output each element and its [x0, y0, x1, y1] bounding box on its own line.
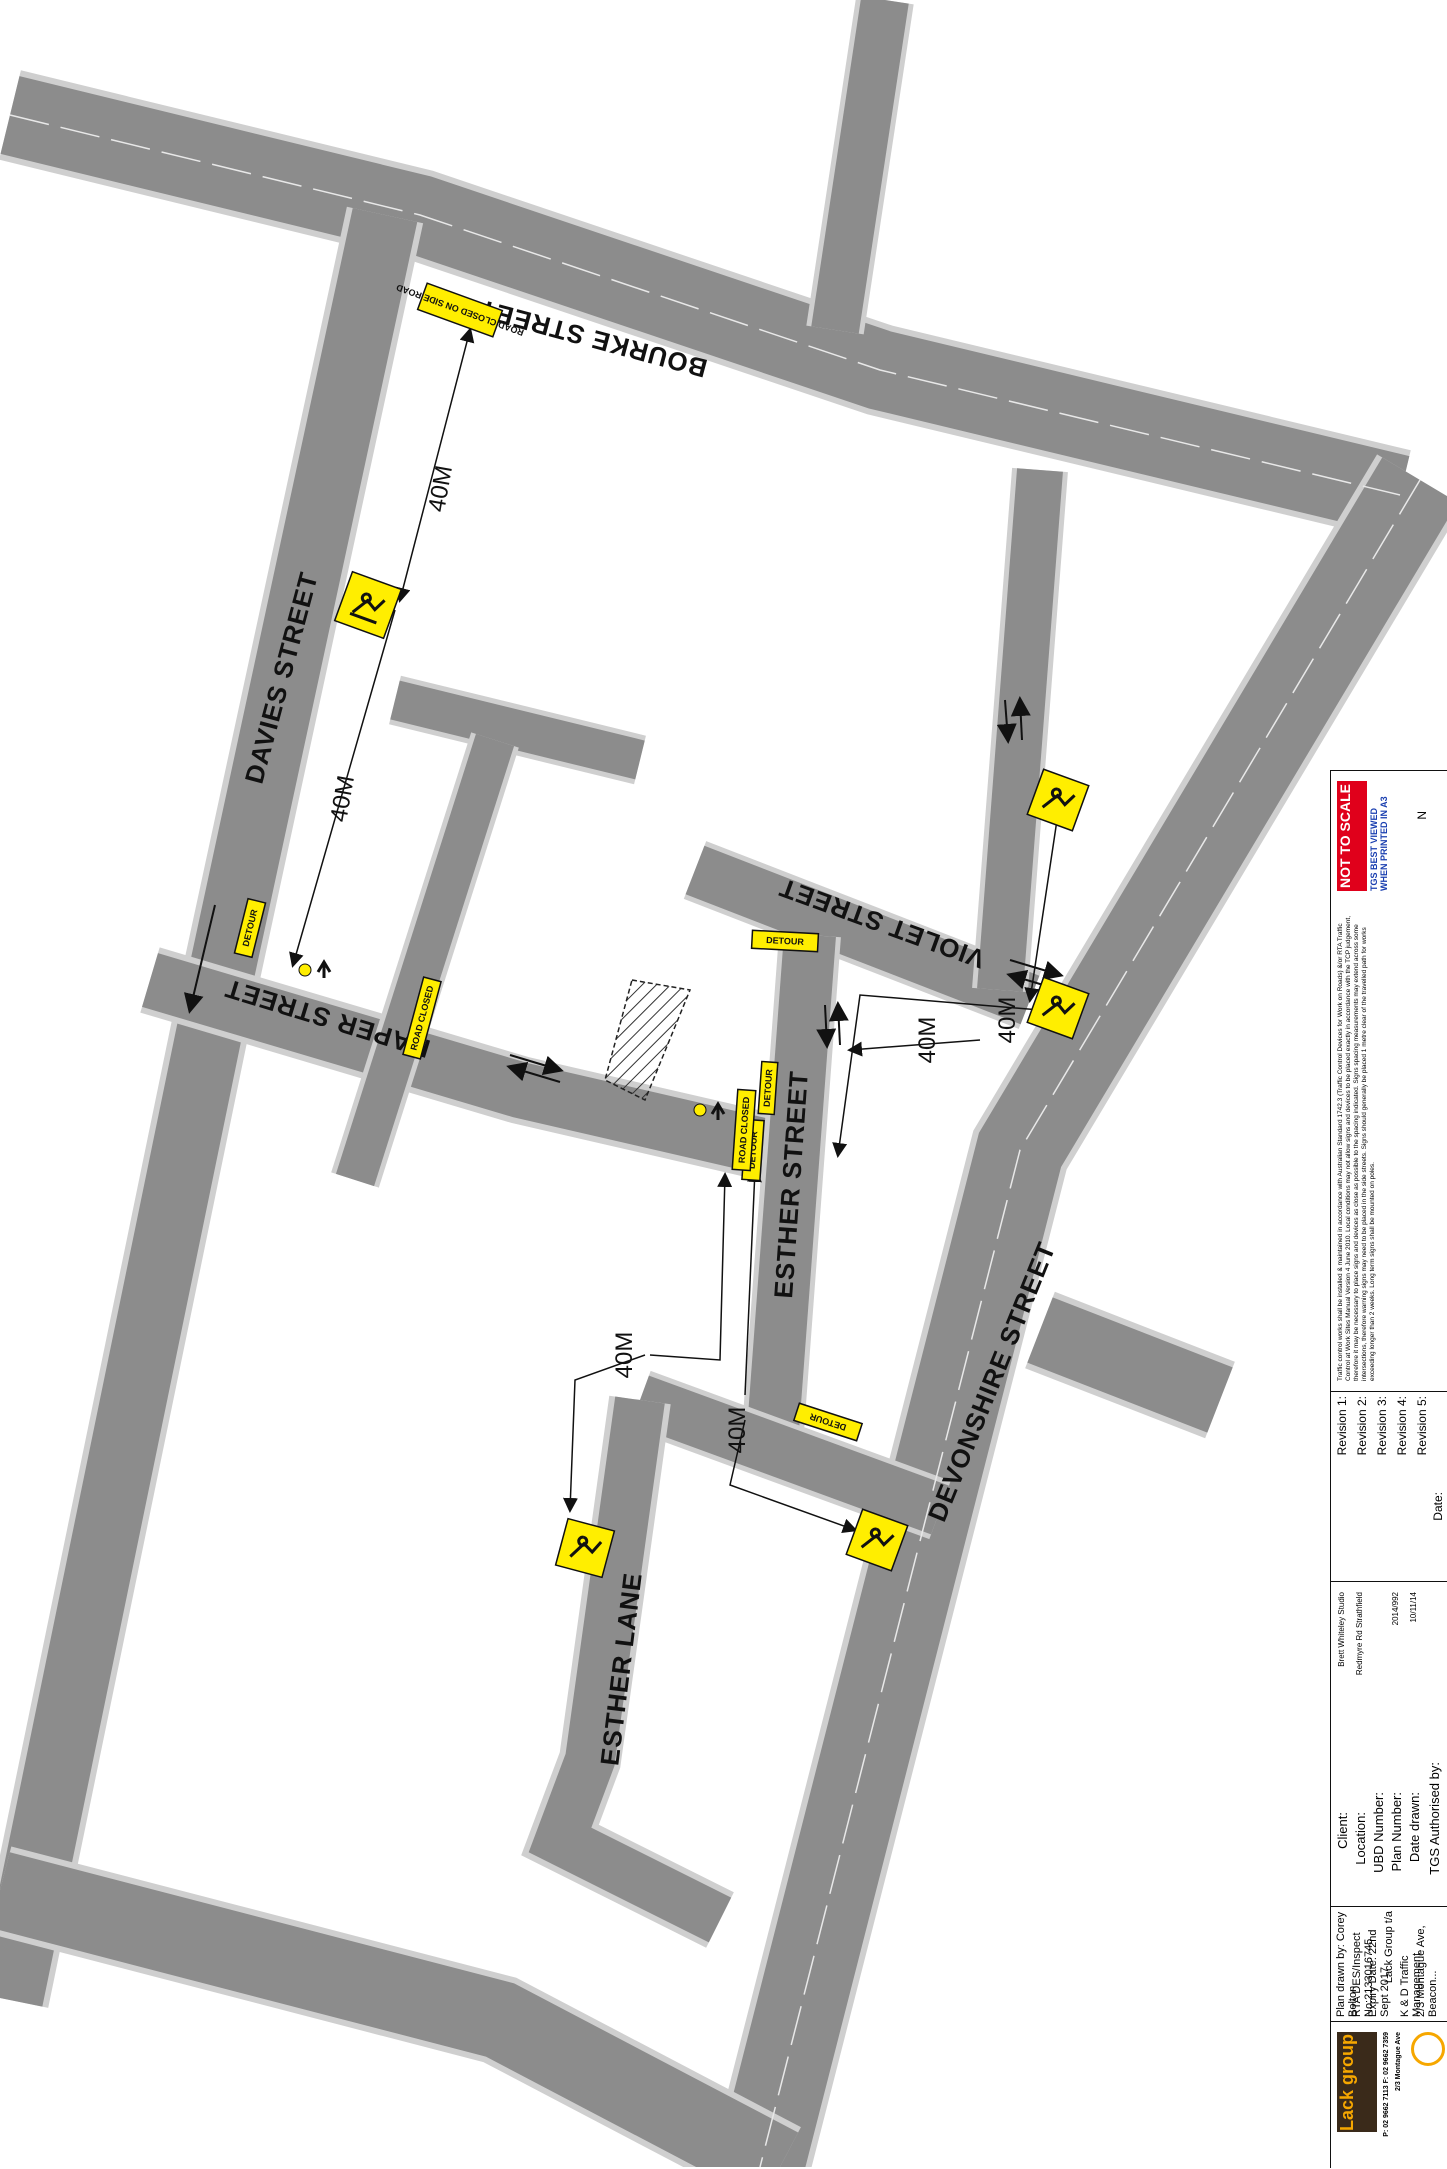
certification-icon	[1411, 2032, 1445, 2066]
revision-2: Revision 2:	[1355, 1396, 1369, 1456]
distance-label-6: 40M	[724, 1407, 751, 1454]
client-label: Client:	[1335, 1812, 1350, 1849]
sign-road-closed-2: ROAD CLOSED	[731, 1088, 757, 1172]
contact-phone: P: 02 9662 7113 F: 02 9662 7359	[1383, 2032, 1390, 2137]
violet-street-road	[683, 467, 1068, 1029]
inner-lane-road	[331, 675, 646, 1188]
revision-1: Revision 1:	[1335, 1396, 1349, 1456]
sign-detour-2: DETOUR	[750, 929, 820, 953]
workers-ahead-icon	[1026, 768, 1090, 832]
notes-panel: NOT TO SCALE TGS BEST VIEWED WHEN PRINTE…	[1330, 770, 1447, 2168]
revision-5: Revision 5:	[1415, 1396, 1429, 1456]
devonshire-side-road	[1025, 1291, 1235, 1439]
date-label: Date:	[1431, 1492, 1445, 1521]
workers-ahead-icon	[554, 1517, 616, 1579]
tgs-authorised-label: TGS Authorised by:	[1427, 1762, 1442, 1875]
date-drawn-label: Date drawn:	[1407, 1792, 1422, 1863]
traffic-controller-icon	[693, 1101, 726, 1120]
sign-detour-5: DETOUR	[792, 1402, 864, 1442]
svg-text:ROAD CLOSED: ROAD CLOSED	[737, 1096, 752, 1164]
revisions-table: Revision 1: Revision 2: Revision 3: Revi…	[1331, 1391, 1447, 1572]
not-to-scale-badge: NOT TO SCALE	[1337, 781, 1367, 891]
workers-ahead-icon	[333, 570, 403, 640]
distance-lines	[289, 327, 1061, 1533]
plan-value: 2014/992	[1391, 1592, 1400, 1626]
location-value: Redmyre Rd Strathfield	[1355, 1592, 1364, 1676]
distance-label-5: 40M	[611, 1332, 638, 1379]
distance-label-4: 40M	[994, 997, 1021, 1044]
workers-ahead-icon	[1026, 976, 1090, 1040]
bourke-centre-line	[9, 114, 1401, 496]
north-street-road	[806, 0, 914, 335]
flow-arrows	[183, 696, 1064, 1083]
traffic-controller-icon	[298, 959, 332, 978]
lack-logo: Lack group	[1337, 2032, 1377, 2132]
tcp-notes: Traffic control works shall be installed…	[1337, 915, 1376, 1381]
davies-street-road	[0, 206, 424, 2008]
devonshire-centre-line	[759, 479, 1421, 2167]
north-arrow-icon: N	[1415, 811, 1429, 820]
esther-lane-road	[521, 1395, 734, 1948]
address: 2/3 Montague Ave, Beacon...	[1415, 1925, 1439, 2017]
esther-connector-road	[629, 1370, 951, 1540]
company-logo: Lack group P: 02 9662 7113 F: 02 9662 73…	[1331, 2021, 1447, 2169]
date-drawn-value: 10/11/14	[1409, 1592, 1418, 1623]
raper-street-road	[140, 947, 788, 1184]
distance-label-1: 40M	[423, 463, 458, 514]
client-details: Client: Brett Whiteley Studio Location: …	[1331, 1581, 1447, 1902]
sign-detour-3: DETOUR	[757, 1060, 779, 1116]
ubd-label: UBD Number:	[1371, 1792, 1386, 1873]
svg-text:DETOUR: DETOUR	[766, 935, 805, 947]
esther-street-road	[739, 932, 841, 1473]
revision-3: Revision 3:	[1375, 1396, 1389, 1456]
svg-text:DETOUR: DETOUR	[762, 1068, 775, 1107]
client-value: Brett Whiteley Studio	[1337, 1592, 1346, 1667]
location-label: Location:	[1353, 1812, 1368, 1865]
sign-detour-1: DETOUR	[233, 897, 267, 959]
revision-4: Revision 4:	[1395, 1396, 1409, 1456]
distance-label-3: 40M	[914, 1017, 941, 1064]
bottom-road	[0, 1846, 801, 2167]
tgs-best-viewed: TGS BEST VIEWED WHEN PRINTED IN A3	[1369, 796, 1389, 891]
lack-group-ta: Lack Group t/a	[1383, 1911, 1395, 1984]
contact-address: 2/3 Montague Ave	[1395, 2032, 1402, 2091]
bourke-street-road	[0, 70, 1411, 540]
workers-ahead-icon	[845, 1508, 909, 1572]
work-zone-hatch	[604, 979, 692, 1102]
plan-label: Plan Number:	[1389, 1792, 1404, 1872]
drawn-by-block: Plan drawn by: Corey Bolton RTA DES/Insp…	[1331, 1906, 1447, 2017]
distance-label-2: 40M	[325, 773, 360, 824]
